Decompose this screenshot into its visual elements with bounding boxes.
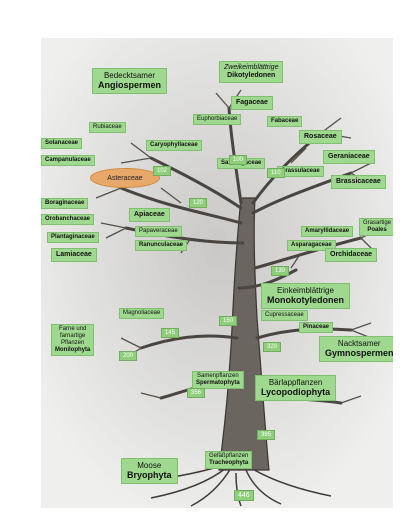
age-marker: 320 <box>263 342 282 352</box>
poales-line2: Poales <box>367 226 387 233</box>
family-lamiaceae: Lamiaceae <box>51 248 97 263</box>
age-marker: 145 <box>161 328 180 338</box>
family-orobanchaceae: Orobanchaceae <box>41 214 95 225</box>
family-boraginaceae: Boraginaceae <box>41 198 89 209</box>
family-amaryllidaceae: Amaryllidaceae <box>301 226 354 237</box>
family-fagaceae: Fagaceae <box>231 96 273 111</box>
angiospermen-line2: Angiospermen <box>98 80 162 91</box>
monilophyta-line4: Monilophyta <box>55 346 91 353</box>
family-asteraceae-highlight: Asteraceae <box>90 168 160 188</box>
dikotyledonen-label: Zweikeimblättrige Dikotyledonen <box>219 61 284 84</box>
age-marker: 100 <box>229 155 248 165</box>
phylogenetic-tree-figure: Bedecktsamer Angiospermen Zweikeimblättr… <box>41 38 393 508</box>
family-euphorbiaceae: Euphorbiaceae <box>193 114 242 125</box>
bryophyta-label: Moose Bryophyta <box>121 458 178 484</box>
dikotyledonen-line1: Zweikeimblättrige <box>224 64 279 71</box>
family-rosaceae: Rosaceae <box>299 130 342 145</box>
family-pinaceae: Pinaceae <box>299 322 334 333</box>
monilophyta-line1: Farne und <box>58 326 87 332</box>
angiospermen-label: Bedecktsamer Angiospermen <box>92 68 168 94</box>
family-apiaceae: Apiaceae <box>129 208 170 223</box>
age-marker: 150 <box>219 316 238 326</box>
family-papaveraceae: Papaveraceae <box>135 226 182 237</box>
lycopodiophyta-label: Bärlappflanzen Lycopodiophyta <box>255 375 337 401</box>
family-plantaginaceae: Plantaginaceae <box>47 232 99 243</box>
bryophyta-line2: Bryophyta <box>127 470 172 481</box>
monokotyledonen-label: Einkeimblättrige Monokotyledonen <box>261 283 350 309</box>
tree-drawing <box>41 38 393 508</box>
tracheophyta-label: Gefäßpflanzen Tracheophyta <box>205 451 253 469</box>
family-caryophyllaceae: Caryophyllaceae <box>146 140 202 151</box>
age-marker: 385 <box>257 430 276 440</box>
family-rubiaceae: Rubiaceae <box>89 122 126 133</box>
spermatophyta-line1: Samenpflanzen <box>196 373 239 379</box>
family-geraniaceae: Geraniaceae <box>323 150 375 165</box>
monilophyta-line3: Pflanzen <box>60 339 85 346</box>
age-marker: 110 <box>267 168 285 178</box>
spermatophyta-line2: Spermatophyta <box>196 379 240 386</box>
monokotyledonen-line2: Monokotyledonen <box>267 295 344 306</box>
monilophyta-label: Farne und farnartige Pflanzen Monilophyt… <box>51 324 95 356</box>
family-ranunculaceae: Ranunculaceae <box>135 240 188 251</box>
family-campanulaceae: Campanulaceae <box>41 155 95 166</box>
lycopodiophyta-line2: Lycopodiophyta <box>261 387 331 398</box>
poales-label: Grasartige Poales <box>359 218 393 236</box>
monilophyta-line2: farnartige <box>59 332 86 339</box>
family-magnoliaceae: Magnoliaceae <box>119 308 165 319</box>
age-marker: 102 <box>153 166 172 176</box>
gymnospermen-label: Nacktsamer Gymnospermen <box>319 336 393 362</box>
dikotyledonen-line2: Dikotyledonen <box>227 72 276 80</box>
age-marker: 446 <box>234 490 254 501</box>
family-orchidaceae: Orchidaceae <box>325 248 378 263</box>
gymnospermen-line1: Nacktsamer <box>337 339 381 348</box>
family-asparagaceae: Asparagaceae <box>287 240 336 251</box>
lycopodiophyta-line1: Bärlappflanzen <box>268 378 323 387</box>
family-asteraceae: Asteraceae <box>107 174 143 182</box>
tracheophyta-line2: Tracheophyta <box>209 459 249 466</box>
gymnospermen-line2: Gymnospermen <box>325 348 393 359</box>
bryophyta-line1: Moose <box>137 461 162 470</box>
spermatophyta-label: Samenpflanzen Spermatophyta <box>192 371 244 389</box>
family-cupressaceae: Cupressaceae <box>261 310 308 321</box>
family-solanaceae: Solanaceae <box>41 138 83 149</box>
tracheophyta-line1: Gefäßpflanzen <box>209 453 249 459</box>
angiospermen-line1: Bedecktsamer <box>103 71 156 80</box>
poales-line1: Grasartige <box>363 220 392 226</box>
monokotyledonen-line1: Einkeimblättrige <box>277 286 334 295</box>
family-brassicaceae: Brassicaceae <box>331 175 386 190</box>
sketch-background <box>41 38 393 508</box>
age-marker: 356 <box>187 388 206 398</box>
family-fabaceae: Fabaceae <box>267 116 303 127</box>
age-marker: 130 <box>271 266 290 276</box>
age-marker: 200 <box>119 351 138 361</box>
age-marker: 120 <box>189 198 208 208</box>
